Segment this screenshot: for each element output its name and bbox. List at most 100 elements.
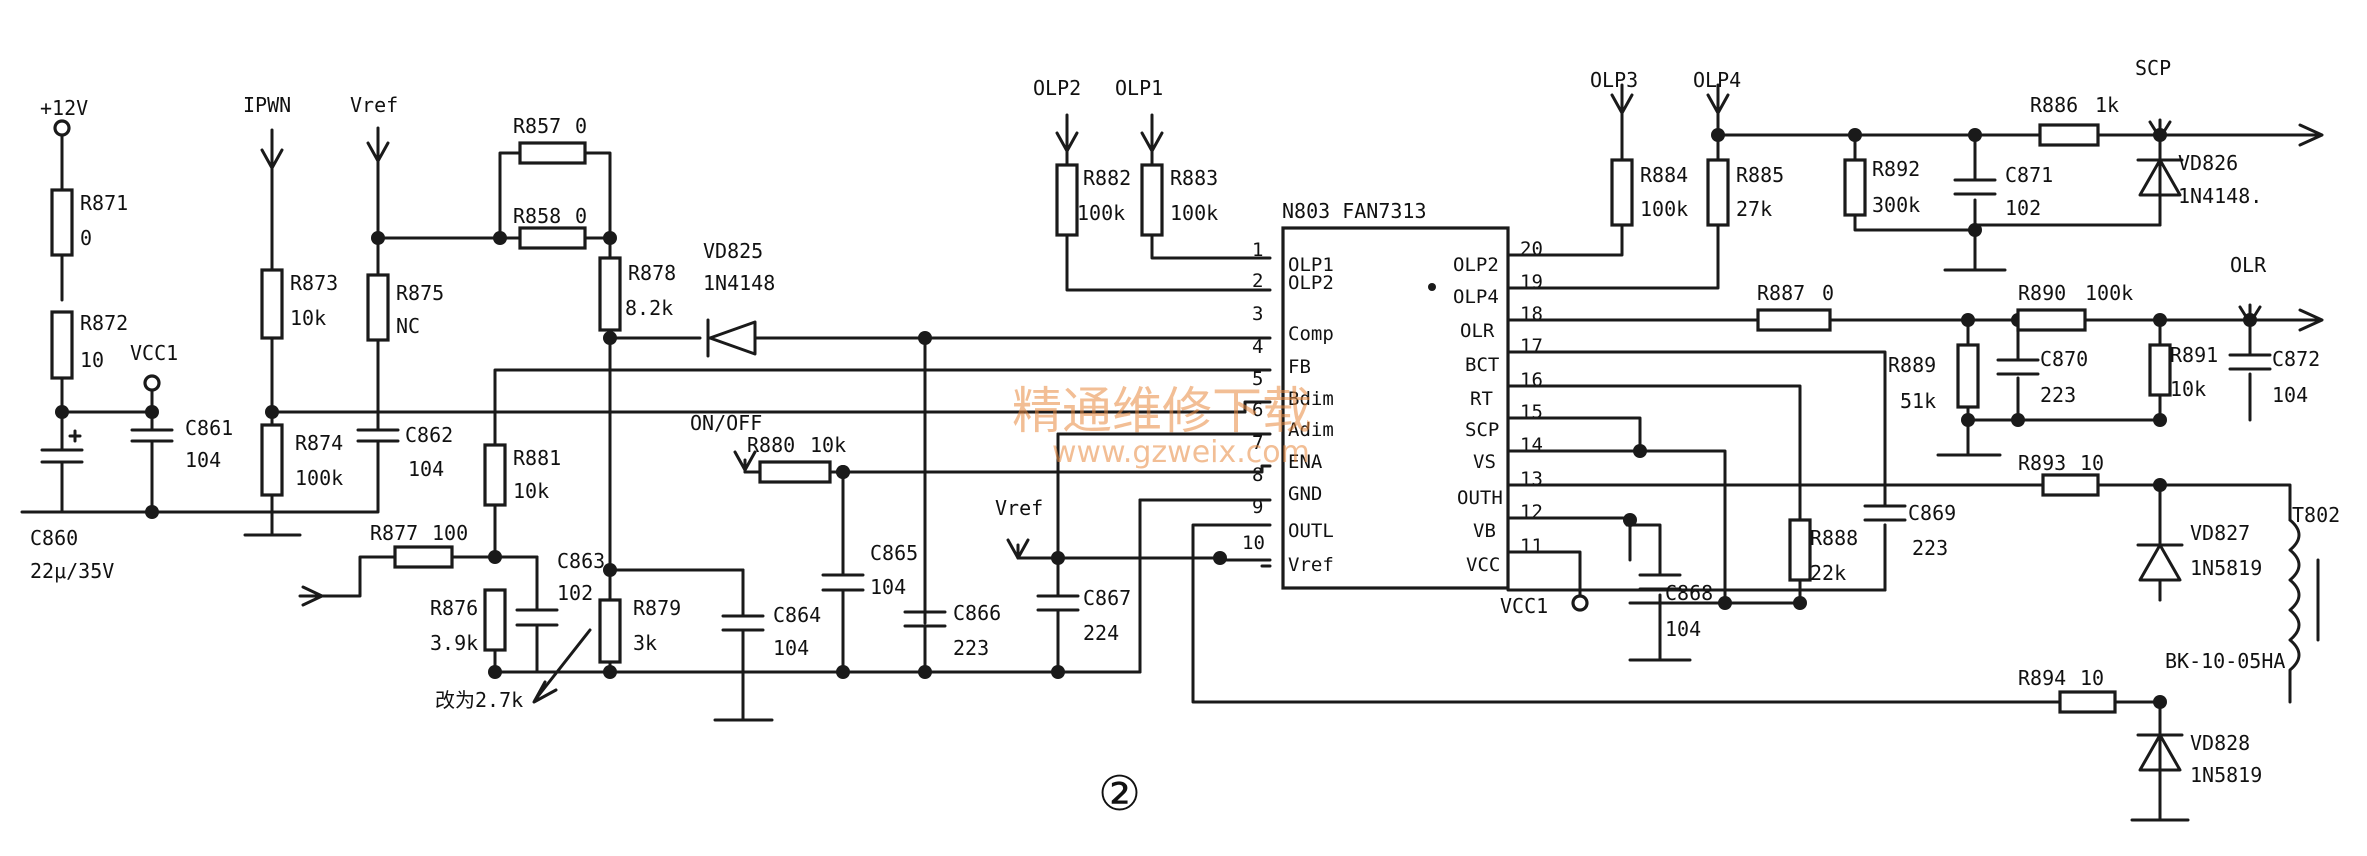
c864-ref: C864 bbox=[773, 603, 821, 627]
ic-pin1-dot bbox=[1428, 283, 1436, 291]
net-onoff: ON/OFF bbox=[690, 411, 762, 435]
ic-pin-number: 5 bbox=[1252, 368, 1263, 390]
c867-ref: C867 bbox=[1083, 586, 1131, 610]
r888-ref: R888 bbox=[1810, 526, 1858, 550]
terminal-vcc1-ic bbox=[1571, 594, 1589, 612]
ic-pin-name: FB bbox=[1288, 356, 1311, 378]
c861-ref: C861 bbox=[185, 416, 233, 440]
c868-ref: C868 bbox=[1665, 581, 1713, 605]
r889-val: 51k bbox=[1900, 389, 1936, 413]
c869-ref: C869 bbox=[1908, 501, 1956, 525]
vd828-val: 1N5819 bbox=[2190, 763, 2262, 787]
resistor-r880 bbox=[758, 460, 832, 484]
r877-input-arrow-icon bbox=[298, 585, 324, 607]
c870-ref: C870 bbox=[2040, 347, 2088, 371]
scp-arrow-icon bbox=[2293, 123, 2324, 147]
resistor-r874 bbox=[260, 423, 284, 497]
resistor-r873 bbox=[260, 268, 284, 340]
capacitor-c872 bbox=[2228, 353, 2272, 371]
vd828-ref: VD828 bbox=[2190, 731, 2250, 755]
c865-val: 104 bbox=[870, 575, 906, 599]
c860-val: 22μ/35V bbox=[30, 559, 114, 583]
vref-b-arrow-icon bbox=[1006, 538, 1030, 560]
r874-val: 100k bbox=[295, 466, 343, 490]
capacitor-c869 bbox=[1863, 504, 1907, 522]
r858-val: 0 bbox=[575, 204, 587, 228]
c864-val: 104 bbox=[773, 636, 809, 660]
r880-val: 10k bbox=[810, 433, 846, 457]
ic-pin-name: VS bbox=[1473, 451, 1496, 473]
resistor-r871 bbox=[50, 188, 74, 257]
c868-val: 104 bbox=[1665, 617, 1701, 641]
ic-pin-name: BCT bbox=[1465, 354, 1499, 376]
vd827-ref: VD827 bbox=[2190, 521, 2250, 545]
net-olp2: OLP2 bbox=[1033, 76, 1081, 100]
ic-pin-name: SCP bbox=[1465, 419, 1499, 441]
ic-pin-number: 8 bbox=[1252, 464, 1263, 486]
ic-pin-number: 12 bbox=[1520, 501, 1543, 523]
ic-pin-number: 1 bbox=[1252, 239, 1263, 261]
net-olr: OLR bbox=[2230, 253, 2267, 277]
terminal-12v bbox=[53, 119, 71, 137]
change-note-arrow-icon bbox=[532, 628, 592, 704]
capacitor-c861 bbox=[130, 428, 174, 443]
r878-ref: R878 bbox=[628, 261, 676, 285]
r878-val: 8.2k bbox=[625, 296, 673, 320]
capacitor-c863 bbox=[515, 608, 559, 627]
r871-ref: R871 bbox=[80, 191, 128, 215]
ic-pin-name: VCC bbox=[1466, 554, 1500, 576]
terminal-vcc1 bbox=[143, 374, 161, 392]
olp2-arrow-icon bbox=[1055, 113, 1079, 153]
r875-val: NC bbox=[396, 314, 420, 338]
vd825-ref: VD825 bbox=[703, 239, 763, 263]
net-labels: +12V VCC1 VCC1 IPWN Vref Vref OLP2 OLP1 … bbox=[40, 56, 2267, 618]
c865-ref: C865 bbox=[870, 541, 918, 565]
c862-val: 104 bbox=[408, 457, 444, 481]
r894-ref: R894 bbox=[2018, 666, 2066, 690]
c871-val: 102 bbox=[2005, 196, 2041, 220]
component-labels: R871 0 R872 10 C861 104 C860 22μ/35V R87… bbox=[30, 93, 2340, 787]
r885-val: 27k bbox=[1736, 197, 1772, 221]
ic-pin-name: OLP4 bbox=[1453, 286, 1499, 308]
c869-val: 223 bbox=[1912, 536, 1948, 560]
change-note: 改为2.7k bbox=[435, 688, 523, 712]
r877-ref: R877 bbox=[370, 521, 418, 545]
capacitor-c870 bbox=[1996, 358, 2040, 376]
ic-pin-name: ENA bbox=[1288, 451, 1323, 473]
r887-ref: R887 bbox=[1757, 281, 1805, 305]
capacitor-c871 bbox=[1953, 178, 1997, 196]
ic-pin-number: 10 bbox=[1242, 532, 1265, 554]
vd827-val: 1N5819 bbox=[2190, 556, 2262, 580]
r872-ref: R872 bbox=[80, 311, 128, 335]
ic-pin-number: 16 bbox=[1520, 369, 1543, 391]
net-vcc1-ic: VCC1 bbox=[1500, 594, 1548, 618]
r877-val: 100 bbox=[432, 521, 468, 545]
ic-pin-number: 11 bbox=[1520, 535, 1543, 557]
r876-val: 3.9k bbox=[430, 631, 478, 655]
r857-ref: R857 bbox=[513, 114, 561, 138]
watermark: 精通维修下载 www.gzweix.com bbox=[1012, 382, 1312, 470]
ic-designator: N803 FAN7313 bbox=[1282, 199, 1427, 223]
r885-ref: R885 bbox=[1736, 163, 1784, 187]
ic-pin-number: 14 bbox=[1520, 434, 1543, 456]
olr-arrow-icon bbox=[2293, 308, 2324, 332]
r891-ref: R891 bbox=[2170, 343, 2218, 367]
ic-pin-number: 2 bbox=[1252, 270, 1263, 292]
resistor-r872 bbox=[50, 310, 74, 380]
ic-pin-number: 20 bbox=[1520, 238, 1543, 260]
ic-left-pins: OLP1 OLP2 Comp FB Bdim Adim ENA GND OUTL… bbox=[1242, 239, 1334, 576]
diode-vd827 bbox=[2136, 543, 2184, 582]
ic-pin-name: OLP1 bbox=[1288, 254, 1334, 276]
ic-pin-name: GND bbox=[1288, 483, 1322, 505]
ic-pin-number: 19 bbox=[1520, 271, 1543, 293]
watermark-line2: www.gzweix.com bbox=[1052, 435, 1310, 470]
r876-ref: R876 bbox=[430, 596, 478, 620]
vref-arrow-icon bbox=[366, 126, 390, 163]
r893-val: 10 bbox=[2080, 451, 2104, 475]
r892-ref: R892 bbox=[1872, 157, 1920, 181]
r874-ref: R874 bbox=[295, 431, 343, 455]
ground-symbols bbox=[243, 268, 2190, 822]
c867-val: 224 bbox=[1083, 621, 1119, 645]
net-ipwn: IPWN bbox=[243, 93, 291, 117]
